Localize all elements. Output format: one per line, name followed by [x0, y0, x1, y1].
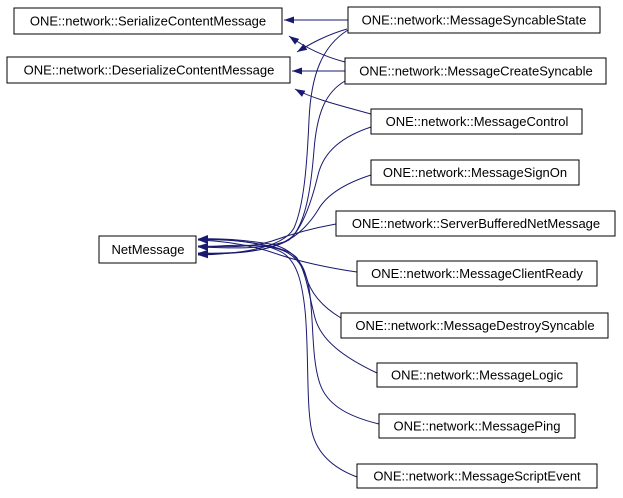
node-message-script-event[interactable]: ONE::network::MessageScriptEvent — [356, 463, 598, 489]
edge-ping-to-netmessage — [197, 243, 380, 425]
node-message-ping-box — [378, 413, 576, 439]
edge-control-to-netmessage — [197, 126, 372, 257]
node-message-destroy-syncable[interactable]: ONE::network::MessageDestroySyncable — [340, 312, 609, 339]
node-message-sign-on[interactable]: ONE::network::MessageSignOn — [370, 159, 580, 186]
edge-logic-to-netmessage — [197, 235, 378, 374]
node-message-control-box — [370, 108, 583, 135]
node-message-script-event-box — [356, 463, 598, 489]
node-message-create-syncable-box — [344, 57, 607, 85]
node-server-buffered-net-message-box — [335, 210, 616, 237]
node-message-syncable-state[interactable]: ONE::network::MessageSyncableState — [347, 6, 601, 34]
node-server-buffered-net-message-label: ONE::network::ServerBufferedNetMessage — [352, 216, 600, 231]
edge-signon-to-netmessage — [197, 174, 372, 251]
node-message-sign-on-box — [370, 159, 580, 186]
edge-scriptevent-to-netmessage — [197, 236, 358, 478]
node-message-client-ready-label: ONE::network::MessageClientReady — [371, 266, 583, 281]
node-message-ping[interactable]: ONE::network::MessagePing — [378, 413, 576, 439]
node-message-create-syncable-label: ONE::network::MessageCreateSyncable — [359, 64, 592, 79]
edge-clientready-to-netmessage — [197, 236, 358, 273]
node-message-control-label: ONE::network::MessageControl — [386, 114, 569, 129]
edge-createsyncable-to-serialize — [288, 35, 346, 63]
node-netmessage-box — [98, 235, 197, 264]
node-message-logic-label: ONE::network::MessageLogic — [391, 368, 563, 383]
node-serialize-content-message[interactable]: ONE::network::SerializeContentMessage — [13, 7, 283, 35]
node-server-buffered-net-message[interactable]: ONE::network::ServerBufferedNetMessage — [335, 210, 616, 237]
node-serialize-content-message-label: ONE::network::SerializeContentMessage — [30, 14, 266, 29]
node-message-control[interactable]: ONE::network::MessageControl — [370, 108, 583, 135]
node-message-script-event-label: ONE::network::MessageScriptEvent — [373, 469, 581, 484]
node-message-client-ready-box — [356, 260, 598, 287]
edge-syncablestate-to-deserialize — [296, 28, 348, 53]
node-netmessage[interactable]: NetMessage — [98, 235, 197, 264]
node-message-ping-label: ONE::network::MessagePing — [394, 419, 561, 434]
node-netmessage-label: NetMessage — [112, 242, 185, 257]
node-deserialize-content-message[interactable]: ONE::network::DeserializeContentMessage — [6, 56, 291, 84]
node-message-syncable-state-box — [347, 6, 601, 34]
node-serialize-content-message-box — [13, 7, 283, 35]
node-message-syncable-state-label: ONE::network::MessageSyncableState — [362, 13, 587, 28]
edge-control-to-deserialize — [294, 88, 372, 115]
node-message-create-syncable[interactable]: ONE::network::MessageCreateSyncable — [344, 57, 607, 85]
node-message-sign-on-label: ONE::network::MessageSignOn — [383, 165, 567, 180]
node-message-destroy-syncable-label: ONE::network::MessageDestroySyncable — [355, 318, 594, 333]
edge-destroysyncable-to-netmessage — [197, 235, 342, 319]
node-message-logic-box — [376, 362, 578, 388]
edge-createsyncable-to-netmessage — [197, 80, 346, 258]
edge-serverbuffered-to-netmessage — [197, 223, 337, 250]
node-message-destroy-syncable-box — [340, 312, 609, 339]
node-deserialize-content-message-box — [6, 56, 291, 84]
node-deserialize-content-message-label: ONE::network::DeserializeContentMessage — [24, 63, 275, 78]
node-message-logic[interactable]: ONE::network::MessageLogic — [376, 362, 578, 388]
node-message-client-ready[interactable]: ONE::network::MessageClientReady — [356, 260, 598, 287]
